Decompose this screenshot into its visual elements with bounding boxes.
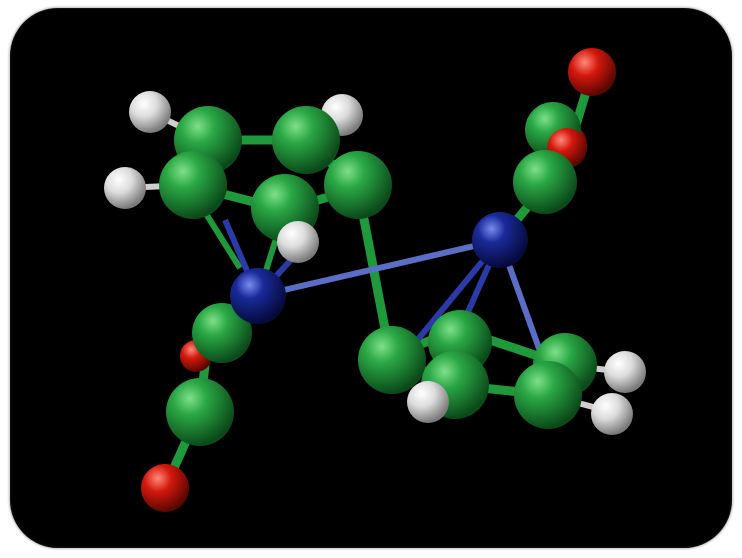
atom-layer bbox=[104, 48, 646, 512]
molecule-panel bbox=[10, 8, 732, 548]
hydrogen-atom bbox=[604, 351, 646, 393]
hydrogen-atom bbox=[277, 221, 319, 263]
carbon-atom bbox=[192, 303, 252, 363]
metal-atom bbox=[230, 268, 286, 324]
metal-bond bbox=[257, 237, 501, 299]
molecule-render bbox=[104, 48, 646, 512]
carbon-atom bbox=[324, 151, 392, 219]
oxygen-atom bbox=[141, 464, 189, 512]
metal-atom bbox=[472, 212, 528, 268]
carbon-atom bbox=[159, 151, 227, 219]
oxygen-atom bbox=[568, 48, 616, 96]
hydrogen-atom bbox=[407, 381, 449, 423]
carbon-atom bbox=[514, 361, 582, 429]
carbon-atom bbox=[272, 106, 340, 174]
hydrogen-atom bbox=[104, 167, 146, 209]
hydrogen-atom bbox=[591, 393, 633, 435]
carbon-atom bbox=[166, 378, 234, 446]
carbon-atom bbox=[513, 150, 577, 214]
hydrogen-atom bbox=[129, 91, 171, 133]
carbon-atom bbox=[358, 326, 426, 394]
